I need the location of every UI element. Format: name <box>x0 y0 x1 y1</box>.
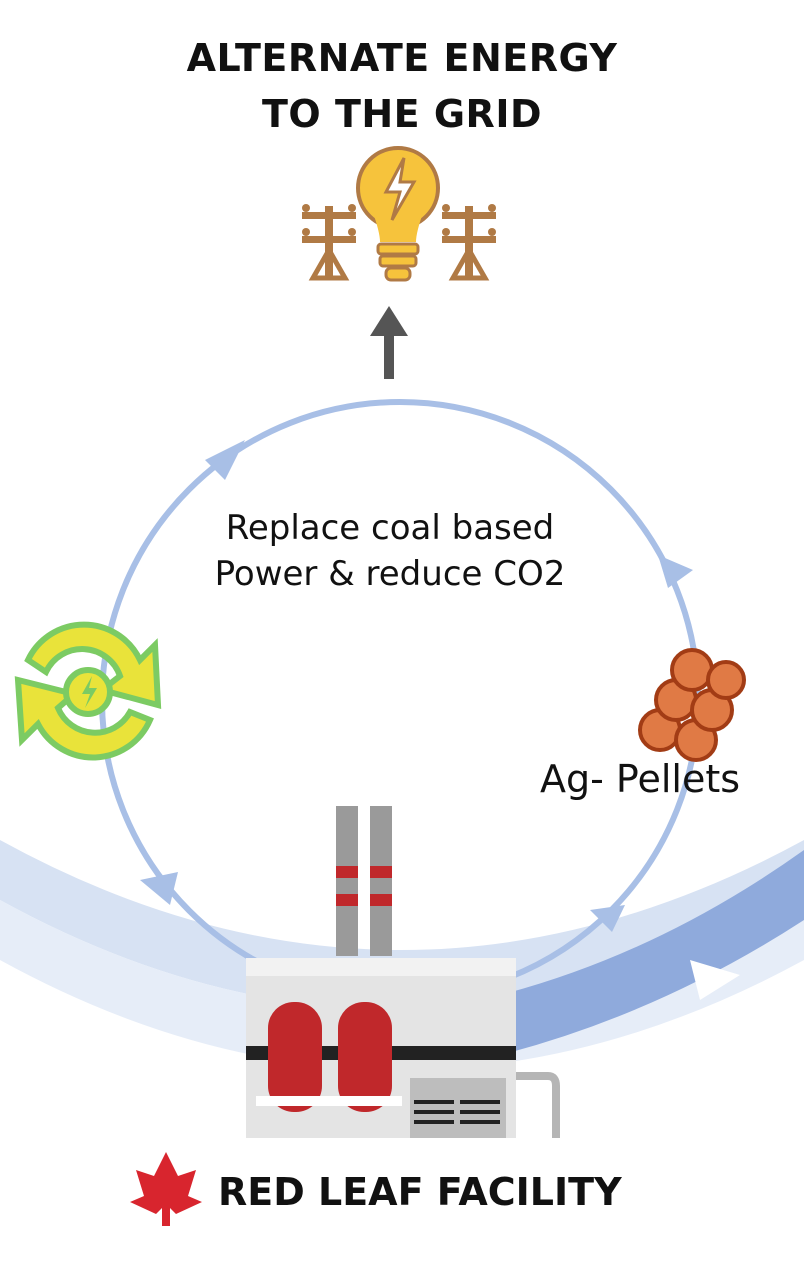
diagram-title: ALTERNATE ENERGY TO THE GRID <box>0 30 804 142</box>
band-arrow-icon <box>690 960 740 1000</box>
cycle-arrow-icon <box>140 872 178 905</box>
lightbulb-and-power-poles-icon <box>302 146 496 282</box>
title-line-2: TO THE GRID <box>262 92 542 136</box>
cycle-arrow-icon <box>590 905 625 932</box>
center-line-2: Power & reduce CO2 <box>214 554 566 594</box>
pellets-label: Ag- Pellets <box>540 757 741 801</box>
facility-label: RED LEAF FACILITY <box>218 1170 622 1214</box>
cycle-arrow-icon <box>658 555 693 588</box>
wood-logs-icon <box>638 648 746 762</box>
factory-icon <box>246 806 560 1138</box>
center-line-1: Replace coal based <box>225 508 555 548</box>
cycle-loop <box>99 399 701 1001</box>
title-line-1: ALTERNATE ENERGY <box>186 36 618 80</box>
flow-bands <box>0 840 804 1070</box>
energy-recycle-icon <box>14 621 162 761</box>
cycle-arrow-icon <box>205 440 245 480</box>
arrow-up-icon <box>370 306 408 379</box>
cycle-center-label: Replace coal based Power & reduce CO2 <box>140 505 640 597</box>
maple-leaf-icon <box>130 1152 202 1226</box>
